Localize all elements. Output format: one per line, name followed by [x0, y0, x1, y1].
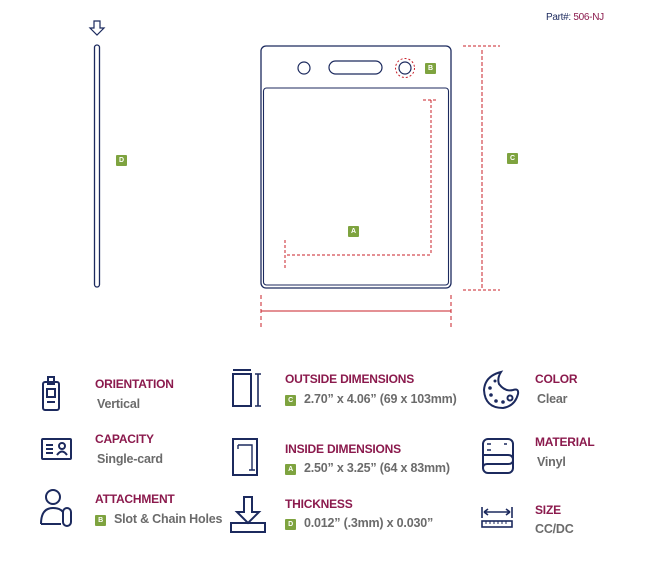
- material-label: MATERIAL: [535, 435, 595, 449]
- size-value: CC/DC: [535, 522, 574, 536]
- part-label: Part#:: [546, 12, 571, 23]
- thickness-arrow-icon: [230, 496, 266, 533]
- card-window: [262, 87, 450, 286]
- inside-dimensions-value: A 2.50” x 3.25” (64 x 83mm): [285, 461, 450, 475]
- attachment-value: B Slot & Chain Holes: [95, 512, 222, 526]
- thickness-value: D 0.012” (.3mm) x 0.030”: [285, 516, 433, 530]
- material-value: Vinyl: [537, 455, 566, 469]
- size-label: SIZE: [535, 503, 561, 517]
- badge-b: B: [95, 515, 106, 526]
- attachment-text: Slot & Chain Holes: [114, 512, 223, 526]
- inside-dimensions-label: INSIDE DIMENSIONS: [285, 442, 401, 456]
- slot: [328, 60, 383, 75]
- outside-dimensions-value: C 2.70” x 4.06” (69 x 103mm): [285, 392, 457, 406]
- vinyl-roll-icon: [482, 438, 515, 474]
- capacity-label: CAPACITY: [95, 432, 154, 446]
- palette-icon: [482, 370, 520, 410]
- badge-c: C: [285, 395, 296, 406]
- outside-dimensions-label: OUTSIDE DIMENSIONS: [285, 372, 415, 386]
- part-number: Part#: 506-NJ: [546, 12, 604, 23]
- color-value: Clear: [537, 392, 568, 406]
- outside-dimensions-text: 2.70” x 4.06” (69 x 103mm): [304, 392, 457, 406]
- inside-dimensions-text: 2.50” x 3.25” (64 x 83mm): [304, 461, 450, 475]
- orientation-value: Vertical: [97, 397, 140, 411]
- outside-dimensions-icon: [232, 369, 261, 407]
- badge-d: D: [116, 155, 127, 166]
- badge-c: C: [507, 153, 518, 164]
- inside-dimensions-icon: [232, 438, 258, 476]
- attachment-label: ATTACHMENT: [95, 492, 175, 506]
- side-profile: [93, 44, 101, 288]
- color-label: COLOR: [535, 372, 578, 386]
- person-clip-icon: [40, 489, 72, 527]
- hole-left: [297, 61, 311, 75]
- part-value: 506-NJ: [573, 12, 604, 23]
- hole-right: [398, 61, 412, 75]
- dimension-lines: [260, 45, 500, 330]
- id-card-icon: [41, 438, 72, 460]
- thickness-text: 0.012” (.3mm) x 0.030”: [304, 516, 434, 530]
- thickness-label: THICKNESS: [285, 497, 353, 511]
- badge-b: B: [425, 63, 436, 74]
- side-view-diagram: [88, 20, 500, 330]
- id-badge-icon: [42, 376, 60, 411]
- badge-a: A: [285, 464, 296, 475]
- down-arrow-icon: [88, 20, 106, 36]
- capacity-value: Single-card: [97, 452, 163, 466]
- ruler-icon: [481, 507, 513, 528]
- badge-a: A: [348, 226, 359, 237]
- hole-highlight: [395, 58, 415, 78]
- card-holder-outline: [260, 45, 452, 289]
- orientation-label: ORIENTATION: [95, 377, 174, 391]
- badge-d: D: [285, 519, 296, 530]
